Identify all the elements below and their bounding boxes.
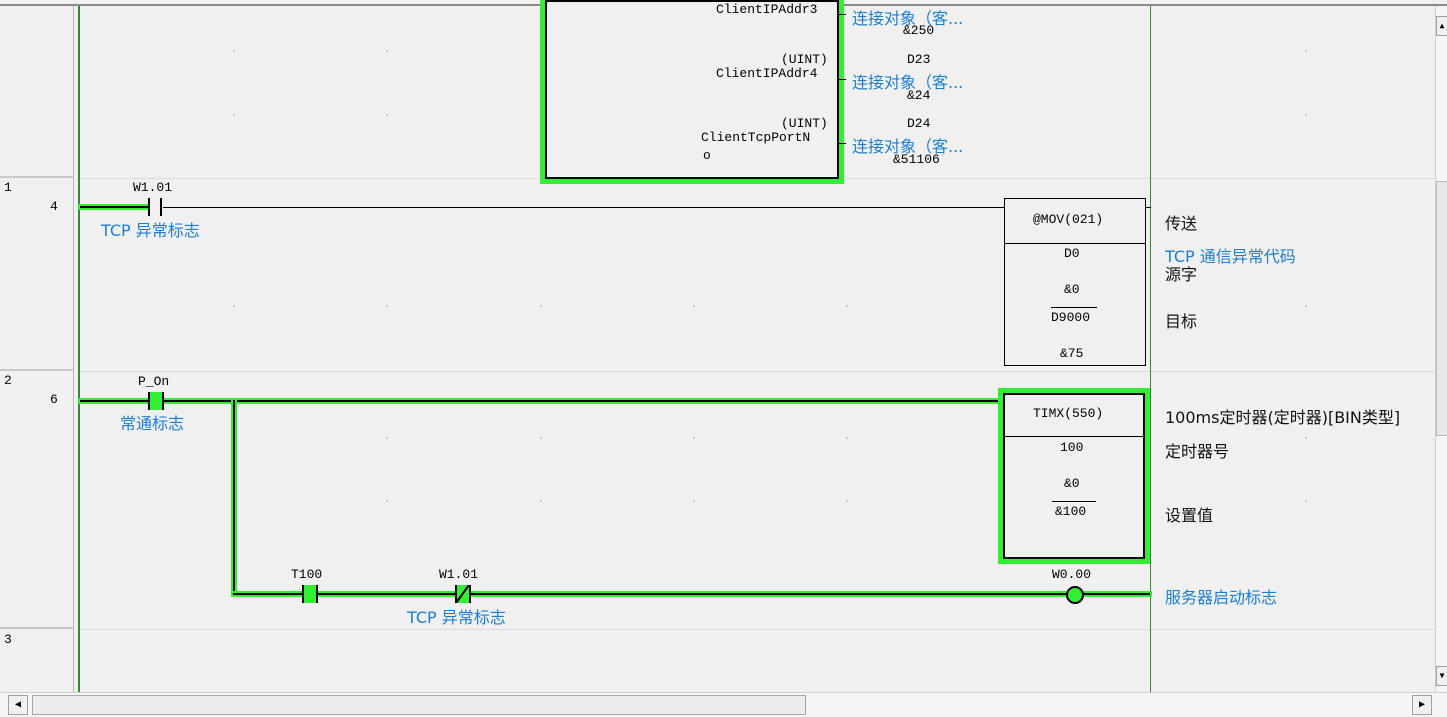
energized-wire xyxy=(233,593,1150,595)
rung-separator xyxy=(80,371,1435,372)
row-separator xyxy=(0,176,73,178)
step-number: 4 xyxy=(50,199,58,214)
operand-value: &51106 xyxy=(893,152,940,167)
source-comment: TCP 通信异常代码 xyxy=(1165,247,1296,266)
set-value-label: 设置值 xyxy=(1165,506,1214,525)
step-number: 6 xyxy=(50,392,58,407)
timer-label: 定时器号 xyxy=(1165,442,1230,461)
instruction-name: @MOV(021) xyxy=(1033,212,1104,227)
contact-comment: 常通标志 xyxy=(120,414,185,433)
source-operand[interactable]: D0 xyxy=(1064,246,1080,261)
scroll-left-button[interactable]: ◀ xyxy=(8,695,28,715)
set-value[interactable]: &100 xyxy=(1055,504,1087,519)
no-contact-on-icon[interactable] xyxy=(302,585,318,603)
coil-address[interactable]: W0.00 xyxy=(1052,567,1092,582)
nc-contact-on-icon[interactable] xyxy=(455,585,471,603)
source-value: &0 xyxy=(1064,282,1080,297)
operand-comment: 连接对象（客... xyxy=(852,137,964,156)
rung-separator xyxy=(80,629,1435,630)
output-coil-icon[interactable] xyxy=(1066,586,1084,604)
rung-number-gutter xyxy=(0,6,74,692)
contact-address[interactable]: T100 xyxy=(291,567,323,582)
pin-label: ClientIPAddr4 xyxy=(716,66,818,81)
wire xyxy=(163,207,1005,208)
instruction-title: 100ms定时器(定时器)[BIN类型] xyxy=(1165,408,1401,427)
right-power-rail xyxy=(1150,6,1151,692)
left-power-rail xyxy=(78,6,80,692)
timer-number[interactable]: 100 xyxy=(1060,440,1084,455)
operand-value: &250 xyxy=(903,23,935,38)
operand[interactable]: D24 xyxy=(907,116,931,131)
contact-comment: TCP 异常标志 xyxy=(101,221,200,240)
pin-label: ClientTcpPortN xyxy=(701,130,811,145)
scroll-up-button[interactable]: ▲ xyxy=(1436,16,1447,36)
operand[interactable]: D23 xyxy=(907,52,931,67)
pin-label-cont: o xyxy=(703,148,711,163)
rung-number[interactable]: 3 xyxy=(4,632,12,647)
no-contact-icon[interactable] xyxy=(148,198,162,216)
energized-wire xyxy=(80,400,1005,402)
scroll-right-button[interactable]: ▶ xyxy=(1412,695,1432,715)
operand-comment: 连接对象（客... xyxy=(852,9,964,28)
energized-wire xyxy=(80,206,148,208)
energized-branch xyxy=(233,400,235,594)
mov-instruction-block[interactable] xyxy=(1004,198,1146,366)
rung-number[interactable]: 2 xyxy=(4,373,12,388)
scroll-down-button[interactable]: ▼ xyxy=(1436,666,1447,686)
contact-address[interactable]: P_On xyxy=(138,374,170,389)
instruction-name: TIMX(550) xyxy=(1033,406,1104,421)
pin-type: (UINT) xyxy=(781,116,828,131)
operand-comment: 连接对象（客... xyxy=(852,73,964,92)
coil-comment: 服务器启动标志 xyxy=(1165,588,1278,607)
nc-slash-icon xyxy=(456,585,470,603)
dest-value: &75 xyxy=(1060,346,1084,361)
no-contact-on-icon[interactable] xyxy=(148,392,164,410)
pin-type: (UINT) xyxy=(781,52,828,67)
source-label: 源字 xyxy=(1165,265,1198,284)
row-separator xyxy=(0,627,73,629)
contact-comment: TCP 异常标志 xyxy=(407,608,506,627)
row-separator xyxy=(0,369,73,371)
dest-operand[interactable]: D9000 xyxy=(1051,310,1091,325)
vertical-scroll-thumb[interactable] xyxy=(1436,181,1447,436)
instruction-title: 传送 xyxy=(1165,214,1198,233)
contact-address[interactable]: W1.01 xyxy=(439,567,479,582)
operand-value: &24 xyxy=(907,88,931,103)
rung-number[interactable]: 1 xyxy=(4,180,12,195)
vertical-scrollbar[interactable]: ▲ ▼ xyxy=(1435,6,1447,692)
horizontal-scrollbar[interactable]: ◀ ▶ xyxy=(0,692,1447,717)
dest-label: 目标 xyxy=(1165,312,1198,331)
horizontal-scroll-thumb[interactable] xyxy=(32,695,806,715)
current-value: &0 xyxy=(1064,476,1080,491)
pin-label: ClientIPAddr3 xyxy=(716,2,818,17)
contact-address[interactable]: W1.01 xyxy=(133,180,173,195)
